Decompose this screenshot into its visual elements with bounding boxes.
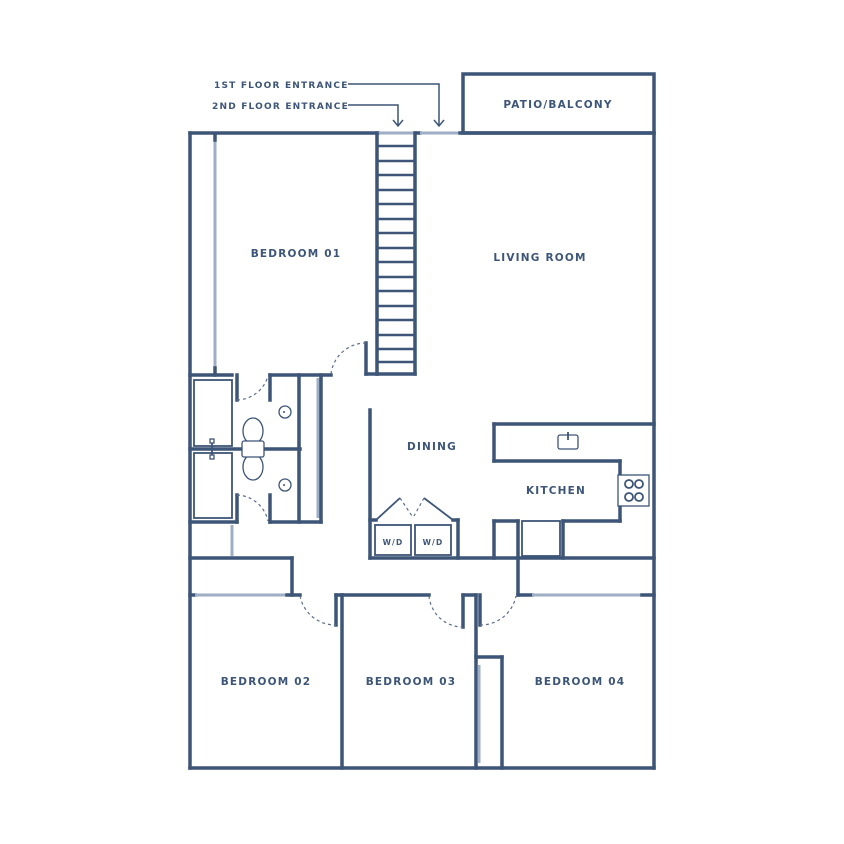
patio-balcony: PATIO/BALCONY bbox=[461, 72, 656, 135]
patio-label: PATIO/BALCONY bbox=[503, 99, 612, 111]
bedroom-02-label: BEDROOM 02 bbox=[221, 676, 312, 688]
living-room-label: LIVING ROOM bbox=[493, 252, 586, 264]
bath-door-swing-upper bbox=[236, 375, 269, 401]
bedroom-03-door-swing bbox=[428, 595, 464, 628]
washer-dryer-2-icon bbox=[414, 524, 452, 556]
bath-door-swing-lower bbox=[236, 494, 269, 522]
first-floor-entrance-arrow-icon bbox=[348, 83, 445, 128]
second-floor-entrance-arrow-icon bbox=[348, 104, 404, 128]
dining-label: DINING bbox=[407, 441, 457, 453]
bedroom-01-label: BEDROOM 01 bbox=[251, 248, 342, 260]
bathroom bbox=[188, 373, 323, 524]
staircase bbox=[375, 131, 417, 376]
laundry: W/D W/D bbox=[368, 497, 460, 560]
bedroom-03-label: BEDROOM 03 bbox=[366, 676, 457, 688]
washer-dryer-1-icon bbox=[374, 524, 412, 556]
bedroom-02-door-swing bbox=[299, 595, 337, 626]
kitchen: KITCHEN bbox=[492, 422, 656, 597]
second-floor-entrance-label: 2ND FLOOR ENTRANCE bbox=[212, 102, 349, 112]
bedroom-01-door-swing bbox=[330, 342, 367, 375]
bedroom-04-label: BEDROOM 04 bbox=[535, 676, 626, 688]
washer-dryer-1-label: W/D bbox=[383, 538, 404, 547]
bedroom-04-door-swing bbox=[479, 595, 517, 626]
bathtub-icon bbox=[193, 452, 233, 519]
toilet-icon bbox=[242, 417, 264, 445]
kitchen-label: KITCHEN bbox=[526, 485, 586, 497]
dishwasher-icon bbox=[521, 520, 561, 557]
toilet-icon bbox=[242, 453, 264, 481]
stove-icon bbox=[617, 474, 650, 507]
first-floor-entrance-label: 1ST FLOOR ENTRANCE bbox=[214, 81, 349, 91]
bathtub-icon bbox=[193, 379, 233, 447]
washer-dryer-2-label: W/D bbox=[423, 538, 444, 547]
